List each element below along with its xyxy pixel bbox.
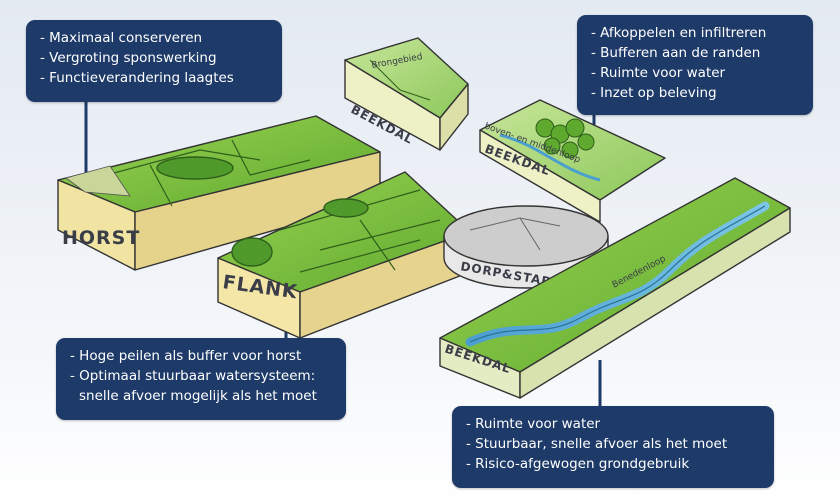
callout-line: - Bufferen aan de randen <box>591 45 761 61</box>
callout-line: - Stuurbaar, snelle afvoer als het moet <box>466 436 728 452</box>
callout-beekdal: - Ruimte voor water - Stuurbaar, snelle … <box>452 406 774 488</box>
tree-cluster <box>535 118 595 159</box>
callout-line: - Afkoppelen en infiltreren <box>591 25 767 41</box>
callout-line: - Hoge peilen als buffer voor horst <box>70 348 302 364</box>
horst-label: HORST <box>62 227 140 249</box>
callout-horst: - Maximaal conserveren - Vergroting spon… <box>26 20 282 102</box>
callout-line: - Ruimte voor water <box>591 65 726 81</box>
callout-line: - Functieverandering laagtes <box>40 70 234 86</box>
callout-line: snelle afvoer mogelijk als het moet <box>79 388 317 404</box>
callout-line: - Optimaal stuurbaar watersysteem: <box>70 368 316 384</box>
beekdal-top-block: Brongebied BEEKDAL <box>344 37 469 151</box>
flank-block: FLANK <box>217 171 471 339</box>
callout-dorp-stad: - Afkoppelen en infiltreren - Bufferen a… <box>577 15 813 115</box>
beekdal-bottom-block: Benedenloop BEEKDAL <box>439 177 791 399</box>
callout-line: - Ruimte voor water <box>466 416 601 432</box>
beekdal-mid-block: boven- en middenloop BEEKDAL <box>479 99 666 223</box>
callout-line: - Vergroting sponswerking <box>40 50 217 66</box>
callout-flank: - Hoge peilen als buffer voor horst - Op… <box>56 338 346 420</box>
callout-line: - Risico-afgewogen grondgebruik <box>466 456 690 472</box>
horst-block: HORST <box>57 115 381 271</box>
callout-line: - Maximaal conserveren <box>40 30 203 46</box>
callout-line: - Inzet op beleving <box>591 85 717 101</box>
